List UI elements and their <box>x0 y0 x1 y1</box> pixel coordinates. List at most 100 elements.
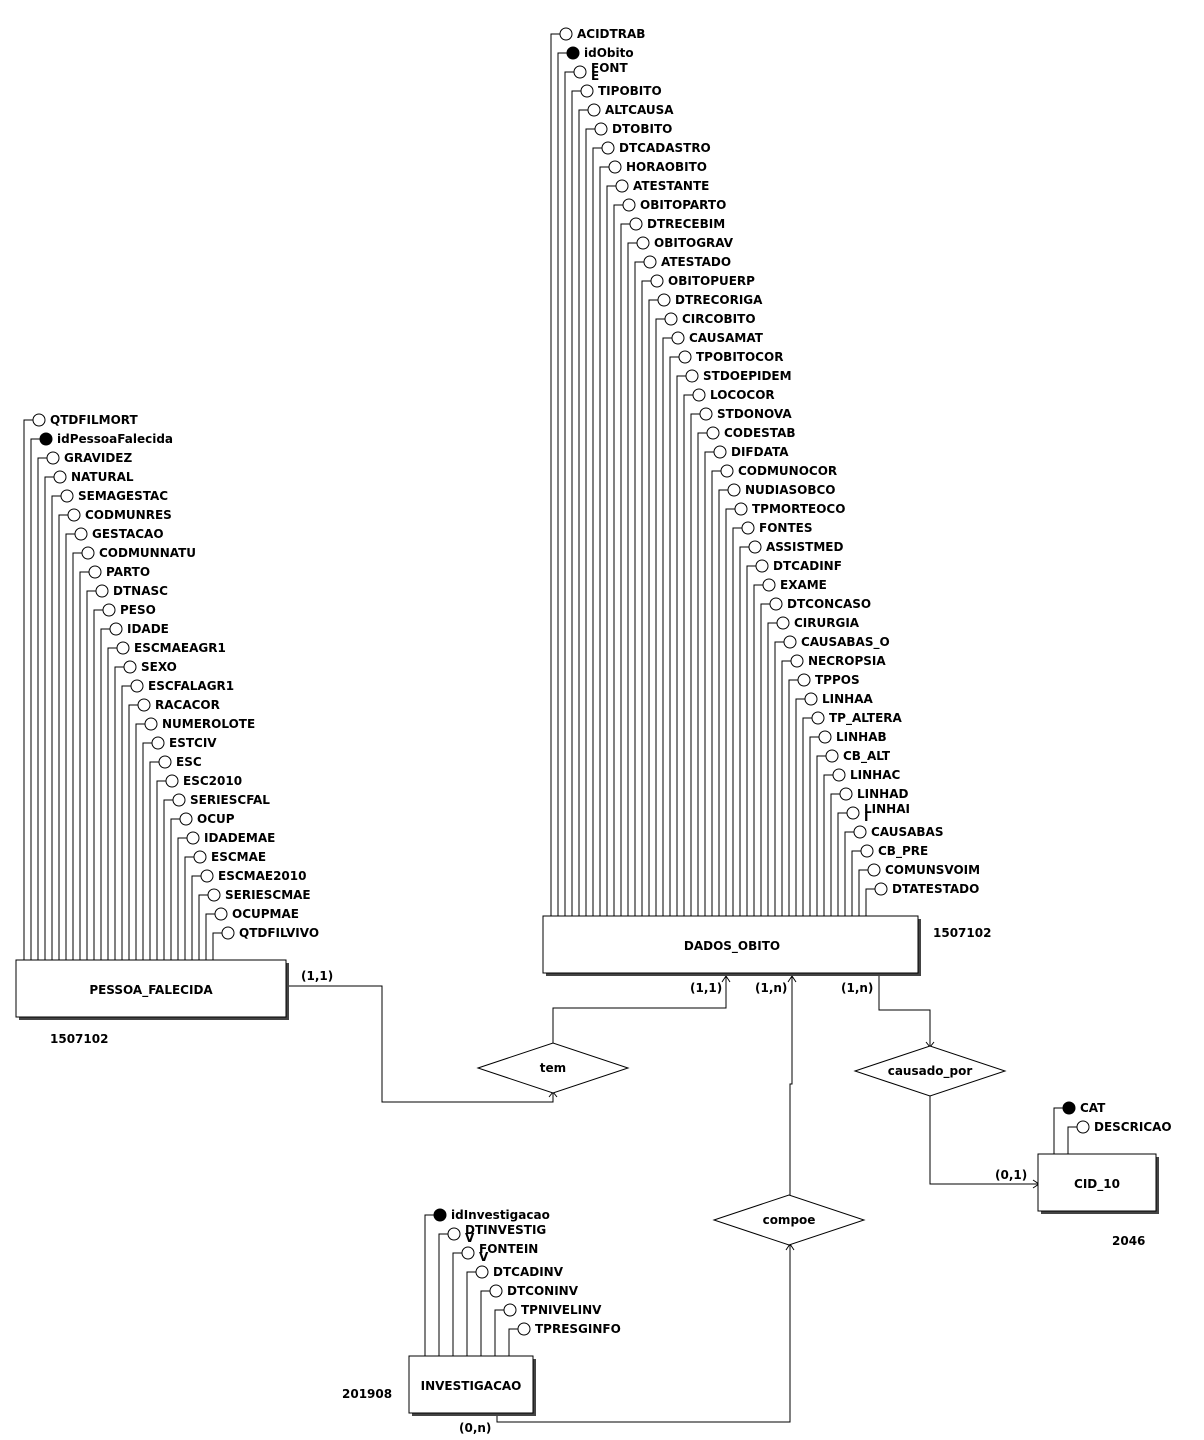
attribute-cb-alt[interactable]: CB_ALT <box>816 749 891 916</box>
attribute-gravidez[interactable]: GRAVIDEZ <box>37 451 132 960</box>
attribute-dtobito[interactable]: DTOBITO <box>585 122 672 916</box>
attribute-idinvestigacao[interactable]: idInvestigacao <box>424 1208 550 1356</box>
attribute-marker <box>601 141 615 155</box>
relationship-name: tem <box>540 1061 566 1075</box>
attribute-label: CIRURGIA <box>794 616 860 630</box>
attribute-tpmorteoco[interactable]: TPMORTEOCO <box>725 502 845 916</box>
attribute-linhad[interactable]: LINHAD <box>830 787 908 916</box>
attribute-cat[interactable]: CAT <box>1053 1101 1106 1154</box>
attribute-idade[interactable]: IDADE <box>100 622 169 960</box>
attribute-altcausa[interactable]: ALTCAUSA <box>578 103 674 916</box>
entity-pessoa-falecida[interactable]: PESSOA_FALECIDA <box>15 959 289 1020</box>
relationship-compoe[interactable]: compoe <box>712 1194 866 1246</box>
attribute-tpobitocor[interactable]: TPOBITOCOR <box>669 350 783 916</box>
attribute-necropsia[interactable]: NECROPSIA <box>781 654 886 916</box>
attribute-dtcadinv[interactable]: DTCADINV <box>466 1265 564 1356</box>
attribute-escmae[interactable]: ESCMAE <box>184 850 266 960</box>
attribute-linhac[interactable]: LINHAC <box>823 768 900 916</box>
attribute-horaobito[interactable]: HORAOBITO <box>599 160 707 916</box>
attribute-fontes[interactable]: FONTES <box>732 521 812 916</box>
attribute-seriescmae[interactable]: SERIESCMAE <box>198 888 311 960</box>
attribute-natural[interactable]: NATURAL <box>44 470 134 960</box>
attribute-marker <box>734 502 748 516</box>
attribute-semagestac[interactable]: SEMAGESTAC <box>51 489 168 960</box>
attribute-gestacao[interactable]: GESTACAO <box>65 527 164 960</box>
attribute-idobito[interactable]: idObito <box>557 46 634 916</box>
attribute-difdata[interactable]: DIFDATA <box>704 445 789 916</box>
attribute-tipobito[interactable]: TIPOBITO <box>571 84 662 916</box>
attribute-dtconinv[interactable]: DTCONINV <box>480 1284 579 1356</box>
attribute-linhaa[interactable]: LINHAA <box>795 692 873 916</box>
attribute-marker <box>447 1227 461 1241</box>
attribute-atestado[interactable]: ATESTADO <box>634 255 731 916</box>
attribute-label: ATESTANTE <box>633 179 709 193</box>
attribute-esc2010[interactable]: ESC2010 <box>156 774 242 960</box>
attribute-qtdfilvivo[interactable]: QTDFILVIVO <box>212 926 319 960</box>
attribute-tp-altera[interactable]: TP_ALTERA <box>802 711 903 916</box>
attribute-cirurgia[interactable]: CIRURGIA <box>767 616 860 916</box>
attribute-codmunocor[interactable]: CODMUNOCOR <box>711 464 837 916</box>
attribute-assistmed[interactable]: ASSISTMED <box>739 540 843 916</box>
attribute-causabas[interactable]: CAUSABAS <box>844 825 943 916</box>
attribute-label: IDADE <box>127 622 169 636</box>
attribute-tpnivelinv[interactable]: TPNIVELINV <box>494 1303 602 1356</box>
attribute-marker <box>53 470 67 484</box>
attribute-escfalagr1[interactable]: ESCFALAGR1 <box>121 679 234 960</box>
attribute-tpresginfo[interactable]: TPRESGINFO <box>508 1322 621 1356</box>
attribute-causamat[interactable]: CAUSAMAT <box>662 331 764 916</box>
attribute-marker <box>559 27 573 41</box>
attribute-exame[interactable]: EXAME <box>753 578 827 916</box>
attribute-descricao[interactable]: DESCRICAO <box>1067 1120 1172 1154</box>
attribute-comunsvoim[interactable]: COMUNSVOIM <box>858 863 980 916</box>
attribute-dtnasc[interactable]: DTNASC <box>86 584 168 960</box>
attribute-codmunnatu[interactable]: CODMUNNATU <box>72 546 196 960</box>
attribute-qtdfilmort[interactable]: QTDFILMORT <box>23 413 139 960</box>
attribute-dtatestado[interactable]: DTATESTADO <box>865 882 979 916</box>
entity-name: DADOS_OBITO <box>684 939 780 954</box>
attribute-estciv[interactable]: ESTCIV <box>142 736 217 960</box>
entity-investigacao[interactable]: INVESTIGACAO <box>408 1355 536 1416</box>
attribute-dtcadinf[interactable]: DTCADINF <box>746 559 842 916</box>
attribute-peso[interactable]: PESO <box>93 603 156 960</box>
attribute-codmunres[interactable]: CODMUNRES <box>58 508 172 960</box>
entity-dados-obito[interactable]: DADOS_OBITO <box>542 915 921 976</box>
attribute-dtrecebim[interactable]: DTRECEBIM <box>620 217 725 916</box>
attribute-ocup[interactable]: OCUP <box>170 812 235 960</box>
attribute-codestab[interactable]: CODESTAB <box>697 426 796 916</box>
attribute-stdoepidem[interactable]: STDOEPIDEM <box>676 369 792 916</box>
relationship-tem[interactable]: tem <box>476 1042 630 1094</box>
attribute-sexo[interactable]: SEXO <box>114 660 177 960</box>
attribute-esc[interactable]: ESC <box>149 755 202 960</box>
attribute-idpessoafalecida[interactable]: idPessoaFalecida <box>30 432 173 960</box>
attribute-cb-pre[interactable]: CB_PRE <box>851 844 928 916</box>
attribute-stdonova[interactable]: STDONOVA <box>690 407 792 916</box>
relationship-causado-por[interactable]: causado_por <box>853 1045 1007 1097</box>
attribute-atestante[interactable]: ATESTANTE <box>606 179 709 916</box>
attribute-obitopuerp[interactable]: OBITOPUERP <box>641 274 755 916</box>
attribute-acidtrab[interactable]: ACIDTRAB <box>550 27 645 916</box>
attribute-circobito[interactable]: CIRCOBITO <box>655 312 756 916</box>
attribute-parto[interactable]: PARTO <box>79 565 150 960</box>
attribute-idademae[interactable]: IDADEMAE <box>177 831 275 960</box>
attribute-nudiasobco[interactable]: NUDIASOBCO <box>718 483 836 916</box>
attribute-obitoparto[interactable]: OBITOPARTO <box>613 198 726 916</box>
attribute-lococor[interactable]: LOCOCOR <box>683 388 775 916</box>
attribute-numerolote[interactable]: NUMEROLOTE <box>135 717 255 960</box>
attribute-obitograv[interactable]: OBITOGRAV <box>627 236 734 916</box>
attribute-ocupmae[interactable]: OCUPMAE <box>205 907 299 960</box>
entity-cid-10[interactable]: CID_10 <box>1037 1153 1159 1214</box>
attribute-dtcadastro[interactable]: DTCADASTRO <box>592 141 711 916</box>
attribute-causabas-o[interactable]: CAUSABAS_O <box>774 635 890 916</box>
attribute-seriescfal[interactable]: SERIESCFAL <box>163 793 270 960</box>
attribute-tppos[interactable]: TPPOS <box>788 673 860 916</box>
attribute-linhab[interactable]: LINHAB <box>809 730 887 916</box>
attribute-escmae2010[interactable]: ESCMAE2010 <box>191 869 306 960</box>
attribute-racacor[interactable]: RACACOR <box>128 698 220 960</box>
attribute-dtconcaso[interactable]: DTCONCASO <box>760 597 871 916</box>
attribute-dtrecoriga[interactable]: DTRECORIGA <box>648 293 763 916</box>
attribute-escmaeagr1[interactable]: ESCMAEAGR1 <box>107 641 226 960</box>
